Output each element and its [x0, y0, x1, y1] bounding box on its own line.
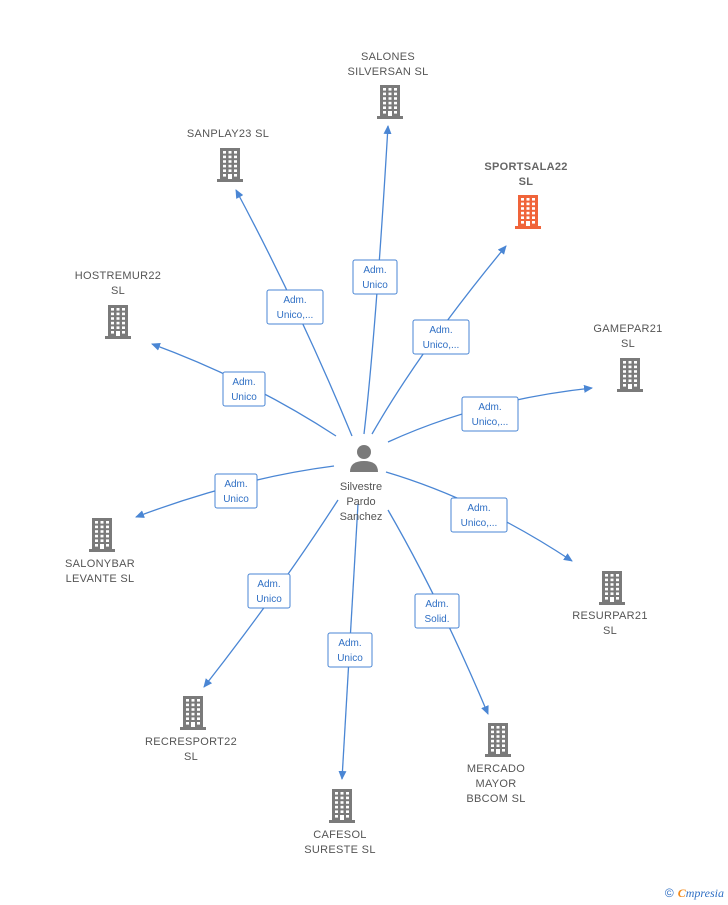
- role-text: Unico: [337, 653, 363, 664]
- role-text: Unico: [231, 392, 257, 403]
- company-name-line: SL: [621, 338, 635, 350]
- role-text: Unico: [223, 494, 249, 505]
- copyright-icon: ©: [664, 886, 674, 900]
- role-text: Unico,...: [461, 518, 498, 529]
- role-text: Solid.: [424, 614, 449, 625]
- company-name-line: HOSTREMUR22: [75, 270, 161, 282]
- role-label-recresport22: Adm. Unico: [247, 573, 291, 609]
- company-name-line: SANPLAY23 SL: [187, 128, 269, 140]
- role-label-resurpar21: Adm. Unico,...: [450, 497, 508, 533]
- building-icon: [89, 518, 115, 552]
- role-text: Adm.: [257, 579, 280, 590]
- role-label-gamepar21: Adm. Unico,...: [461, 396, 519, 432]
- role-label-sportsala22: Adm. Unico,...: [412, 319, 470, 355]
- edge-salones: [363, 125, 392, 435]
- company-name-line: SURESTE SL: [304, 844, 375, 856]
- company-name-line: RECRESPORT22: [145, 736, 237, 748]
- company-name-line: BBCOM SL: [466, 793, 525, 805]
- role-text: Unico: [256, 594, 282, 605]
- role-label-hostremur22: Adm. Unico: [222, 371, 266, 407]
- company-node-salonybar[interactable]: SALONYBAR LEVANTE SL: [65, 518, 135, 585]
- company-name-line: SALONES: [361, 51, 415, 63]
- role-label-mercado: Adm. Solid.: [414, 593, 460, 629]
- company-node-sanplay23[interactable]: SANPLAY23 SL: [187, 128, 269, 182]
- building-icon: [515, 195, 541, 229]
- company-name-line: SL: [184, 751, 198, 763]
- role-text: Unico: [362, 280, 388, 291]
- role-text: Adm.: [425, 599, 448, 610]
- company-name-line: SL: [519, 176, 534, 188]
- brand-name: mpresia: [685, 886, 724, 900]
- role-text: Unico,...: [277, 310, 314, 321]
- building-icon: [217, 148, 243, 182]
- role-text: Unico,...: [472, 417, 509, 428]
- role-text: Adm.: [478, 402, 501, 413]
- company-node-cafesol[interactable]: CAFESOL SURESTE SL: [304, 789, 375, 856]
- company-name-line: LEVANTE SL: [66, 573, 135, 585]
- role-text: Adm.: [224, 479, 247, 490]
- company-name-line: MERCADO: [467, 763, 525, 775]
- company-name-line: SL: [603, 625, 617, 637]
- company-node-mercado[interactable]: MERCADO MAYOR BBCOM SL: [466, 723, 525, 805]
- building-icon: [599, 571, 625, 605]
- role-text: Adm.: [363, 265, 386, 276]
- role-label-salones: Adm. Unico: [352, 259, 398, 295]
- role-text: Adm.: [338, 638, 361, 649]
- role-label-sanplay23: Adm. Unico,...: [266, 289, 324, 325]
- company-name-line: MAYOR: [475, 778, 516, 790]
- building-icon: [105, 305, 131, 339]
- company-name-line: CAFESOL: [313, 829, 366, 841]
- person-name-line: Sanchez: [340, 511, 383, 523]
- role-text: Adm.: [429, 325, 452, 336]
- role-text: Adm.: [467, 503, 490, 514]
- company-name-line: GAMEPAR21: [593, 323, 662, 335]
- person-name-line: Pardo: [346, 496, 375, 508]
- building-icon: [329, 789, 355, 823]
- company-name-line: RESURPAR21: [572, 610, 648, 622]
- company-name-line: SL: [111, 285, 125, 297]
- nodes-layer: SALONES SILVERSAN SL SANPLAY23 SL SPORTSALA…: [65, 51, 662, 856]
- company-name-line: SALONYBAR: [65, 558, 135, 570]
- edge-labels-layer: Adm.UnicoAdm.Unico,...Adm.Unico,...Adm.U…: [214, 259, 519, 668]
- role-label-salonybar: Adm. Unico: [214, 473, 258, 509]
- company-node-salones[interactable]: SALONES SILVERSAN SL: [347, 51, 428, 119]
- building-icon: [485, 723, 511, 757]
- building-icon: [180, 696, 206, 730]
- brand-initial: C: [677, 886, 686, 900]
- role-text: Unico,...: [423, 340, 460, 351]
- building-icon: [617, 358, 643, 392]
- building-icon: [377, 85, 403, 119]
- person-name-line: Silvestre: [340, 481, 382, 493]
- company-name-line: SPORTSALA22: [484, 161, 567, 173]
- company-name-line: SILVERSAN SL: [347, 66, 428, 78]
- brand-footer: ©Cmpresia: [665, 886, 724, 901]
- role-text: Adm.: [232, 377, 255, 388]
- person-icon: [350, 445, 378, 472]
- role-text: Adm.: [283, 295, 306, 306]
- role-label-cafesol: Adm. Unico: [327, 632, 373, 668]
